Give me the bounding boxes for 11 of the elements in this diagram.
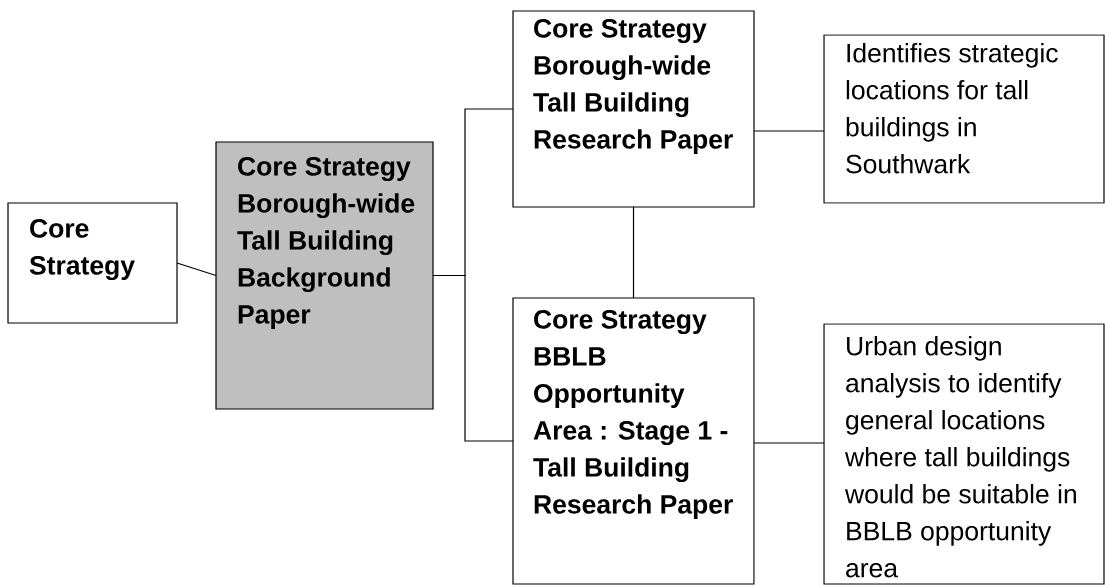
- document-box: Core Strategy Borough-wide Tall Building Research Paper: [512, 10, 755, 208]
- document-box: Urban design analysis to identify general locations where tall buildings would be suitable in BBLB opportunity area: [823, 323, 1105, 585]
- connector-line: [753, 442, 825, 444]
- document-box: Core Strategy Borough-wide Tall Building Background Paper: [215, 141, 434, 410]
- document-box: Core Strategy: [7, 202, 178, 324]
- document-box: Identifies strategic locations for tall buildings in Southwark: [823, 34, 1105, 204]
- document-box: Core Strategy BBLB Opportunity Area : Stage 1 - Tall Building Research Paper: [512, 297, 755, 585]
- connector-line: [432, 274, 514, 442]
- connector-line: [632, 206, 635, 299]
- connector-line: [176, 262, 217, 277]
- connector-line: [753, 130, 825, 132]
